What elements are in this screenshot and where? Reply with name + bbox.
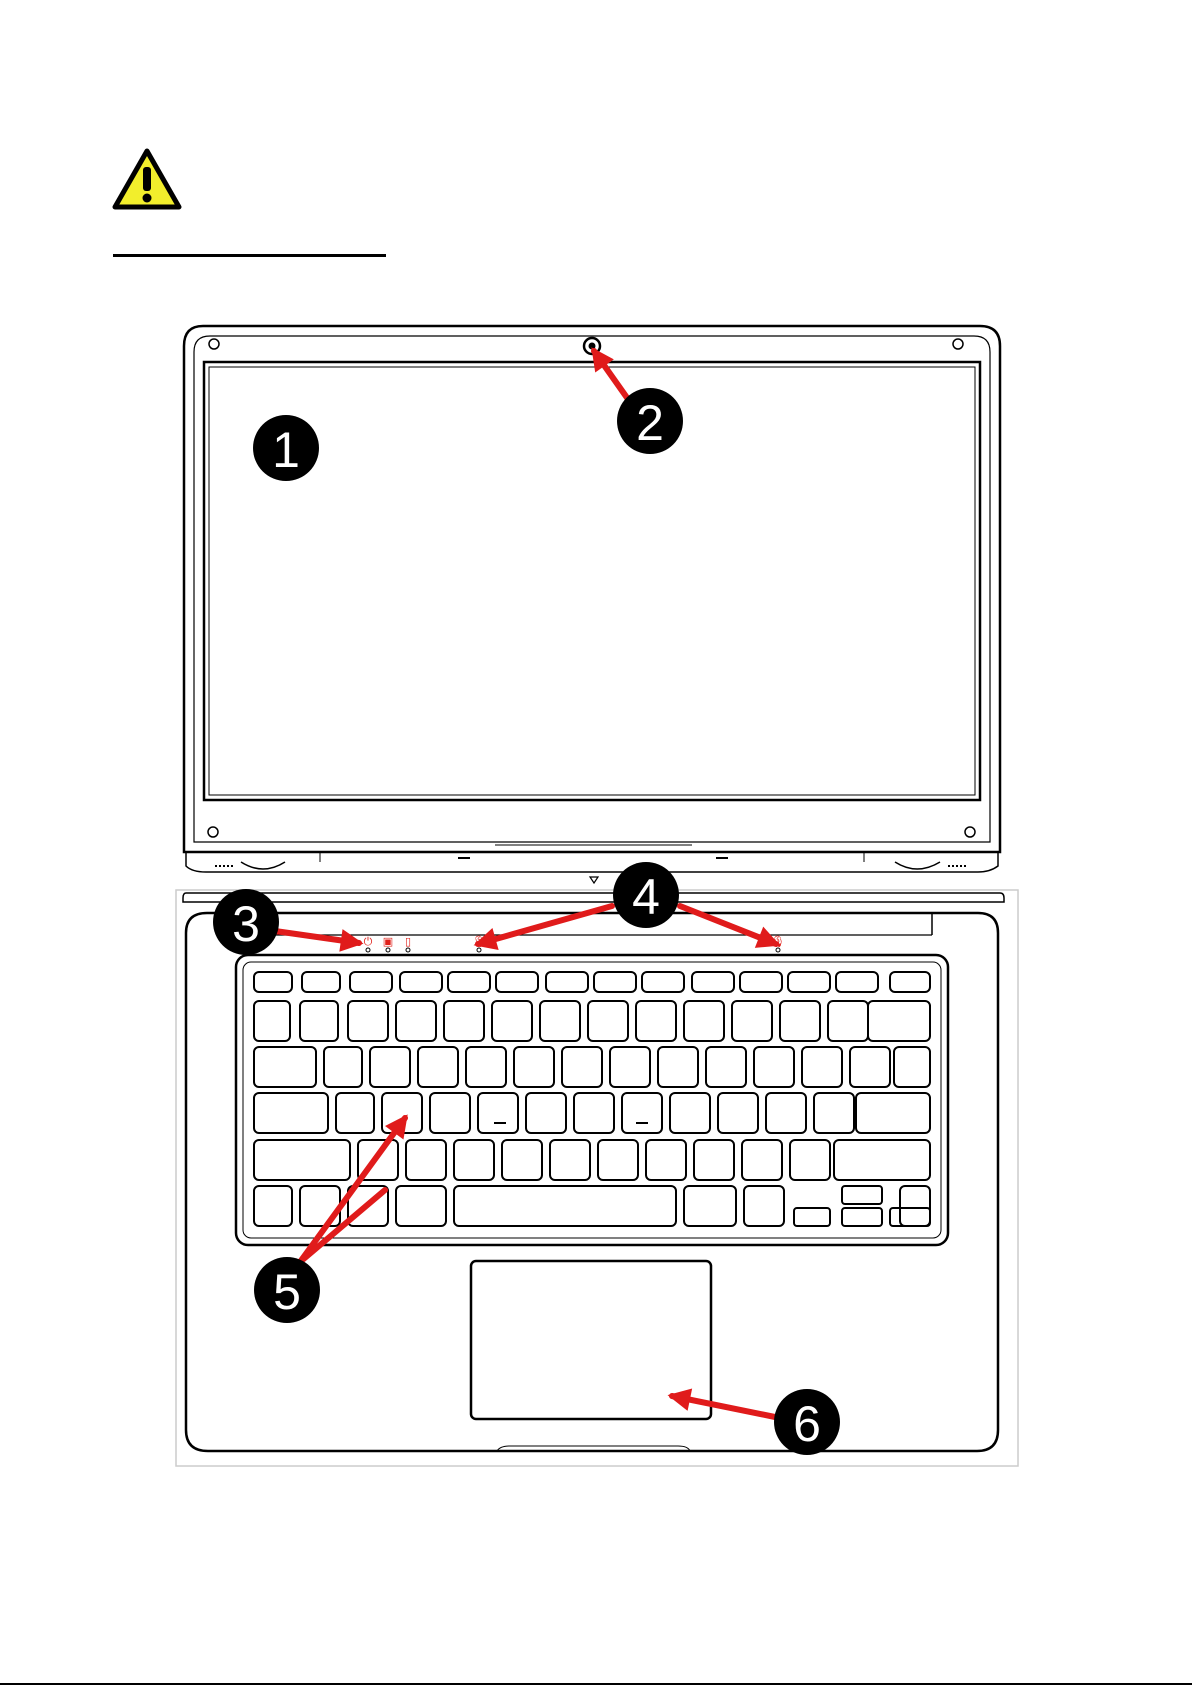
keyboard-key	[574, 1093, 614, 1133]
keyboard-key	[850, 1047, 890, 1087]
keyboard-key	[780, 1001, 820, 1041]
keyboard-key	[642, 972, 684, 992]
keyboard-key	[348, 1001, 388, 1041]
keyboard-key	[514, 1047, 554, 1087]
keyboard-key	[448, 972, 490, 992]
keyboard-key	[744, 1186, 784, 1226]
keyboard-key	[478, 1093, 518, 1133]
caps-lock-indicator-icon: ▣	[383, 935, 393, 948]
keyboard-key	[836, 972, 878, 992]
keyboard-key	[430, 1093, 470, 1133]
keyboard-key	[254, 1093, 328, 1133]
arrow-mic-left	[478, 906, 612, 944]
arrow-mic-right	[680, 906, 776, 944]
keyboard-key	[684, 1001, 724, 1041]
callout-microphones: 4	[613, 862, 679, 928]
keyboard-key	[418, 1047, 458, 1087]
keyboard-key	[856, 1093, 930, 1133]
svg-text:6: 6	[793, 1396, 821, 1452]
keyboard-key	[670, 1093, 710, 1133]
keyboard-key	[562, 1047, 602, 1087]
keyboard-key	[502, 1140, 542, 1180]
keyboard-key	[594, 972, 636, 992]
keyboard-key	[790, 1140, 830, 1180]
power-indicator-icon: ⏻	[364, 935, 373, 948]
keyboard-key	[694, 1140, 734, 1180]
keyboard-key	[814, 1093, 854, 1133]
keyboard-key	[868, 1001, 930, 1041]
keyboard-key	[706, 1047, 746, 1087]
keyboard-key	[788, 972, 830, 992]
arrow-webcam	[594, 351, 630, 402]
keyboard-key	[588, 1001, 628, 1041]
keyboard-key	[546, 972, 588, 992]
callout-arrows	[275, 351, 776, 1417]
keyboard-key	[766, 1093, 806, 1133]
keyboard-key	[900, 1186, 930, 1226]
svg-text:2: 2	[636, 395, 664, 451]
laptop-lid	[184, 326, 1000, 883]
callout-screen: 1	[253, 415, 319, 481]
keyboard-key	[610, 1047, 650, 1087]
keyboard-key	[526, 1093, 566, 1133]
keyboard-key	[740, 972, 782, 992]
keyboard-key	[828, 1001, 868, 1041]
keyboard-key	[396, 1001, 436, 1041]
keyboard-key	[754, 1047, 794, 1087]
arrow-indicators	[275, 931, 359, 943]
arrow-touchpad	[672, 1396, 775, 1417]
keyboard-key	[466, 1047, 506, 1087]
keyboard-key	[396, 1186, 446, 1226]
keyboard-key	[622, 1093, 662, 1133]
keyboard-key	[646, 1140, 686, 1180]
keyboard-key	[742, 1140, 782, 1180]
keyboard-key	[454, 1186, 676, 1226]
keyboard-key	[324, 1047, 362, 1087]
callout-touchpad: 6	[774, 1389, 840, 1455]
keyboard-key	[550, 1140, 590, 1180]
keyboard-key	[454, 1140, 494, 1180]
keyboard-key	[658, 1047, 698, 1087]
keyboard-key	[684, 1186, 736, 1226]
svg-text:3: 3	[232, 896, 260, 952]
display-screen	[204, 362, 980, 800]
callout-webcam: 2	[617, 388, 683, 454]
keyboard-key	[890, 972, 930, 992]
keyboard-key	[254, 1001, 290, 1041]
arrow-key	[842, 1208, 882, 1226]
arrow-key	[890, 1208, 930, 1226]
keyboard-key	[254, 1047, 316, 1087]
arrow-key	[842, 1186, 882, 1204]
keyboard-key	[598, 1140, 638, 1180]
battery-indicator-icon: ▯	[405, 935, 411, 948]
keyboard-key	[350, 972, 392, 992]
keyboard-key	[336, 1093, 374, 1133]
svg-text:4: 4	[632, 869, 660, 925]
svg-text:1: 1	[272, 422, 300, 478]
keyboard-key	[894, 1047, 930, 1087]
keyboard-key	[496, 972, 538, 992]
keyboard-key	[400, 972, 442, 992]
keyboard-key	[370, 1047, 410, 1087]
keyboard-key	[540, 1001, 580, 1041]
keyboard-key	[732, 1001, 772, 1041]
svg-text:5: 5	[273, 1264, 301, 1320]
keyboard-key	[254, 1140, 350, 1180]
keyboard-key	[254, 1186, 292, 1226]
keyboard-key	[444, 1001, 484, 1041]
keyboard-key	[254, 972, 292, 992]
keyboard-key	[718, 1093, 758, 1133]
callout-status-indicators: 3	[213, 889, 279, 955]
keyboard-key	[406, 1140, 446, 1180]
callout-keyboard: 5	[254, 1257, 320, 1323]
keyboard-key	[492, 1001, 532, 1041]
keyboard-key	[692, 972, 734, 992]
keyboard-key	[802, 1047, 842, 1087]
arrow-key	[794, 1208, 830, 1226]
keyboard-key	[636, 1001, 676, 1041]
keyboard-key	[834, 1140, 930, 1180]
keyboard-key	[302, 972, 340, 992]
keyboard-key	[300, 1001, 338, 1041]
